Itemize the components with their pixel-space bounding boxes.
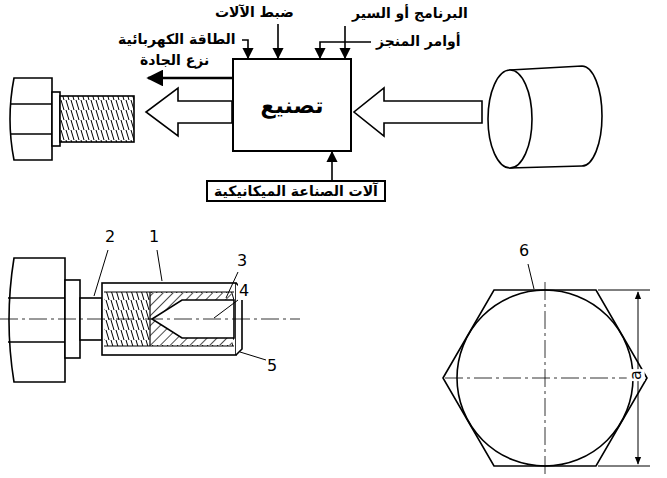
input-label: البرنامج أو السير	[352, 5, 468, 21]
callout-number: 5	[266, 357, 278, 375]
box-text: تصنيع	[261, 93, 324, 118]
input-label: ضبط الآلات	[215, 4, 294, 20]
bolt-product	[10, 78, 134, 160]
box-text: آلات الصناعة الميكانيكية	[214, 183, 378, 199]
connector-arrow	[331, 152, 333, 180]
output-label: نزع الجادة	[140, 52, 209, 68]
input-label: أوامر المنجز	[376, 33, 461, 49]
dimension-label: a	[627, 369, 645, 381]
machine-box: آلات الصناعة الميكانيكية	[206, 180, 386, 202]
section-view	[0, 250, 300, 382]
callout-number: 1	[148, 228, 160, 246]
raw-cylinder	[488, 66, 602, 168]
callout-number: 2	[104, 228, 116, 246]
input-label: الطاقة الكهربائية	[118, 31, 236, 47]
callout-number: 6	[518, 242, 530, 260]
callout-number: 4	[238, 282, 250, 300]
hex-view	[443, 264, 650, 474]
process-box: تصنيع	[232, 58, 352, 152]
callout-number: 3	[236, 252, 248, 270]
